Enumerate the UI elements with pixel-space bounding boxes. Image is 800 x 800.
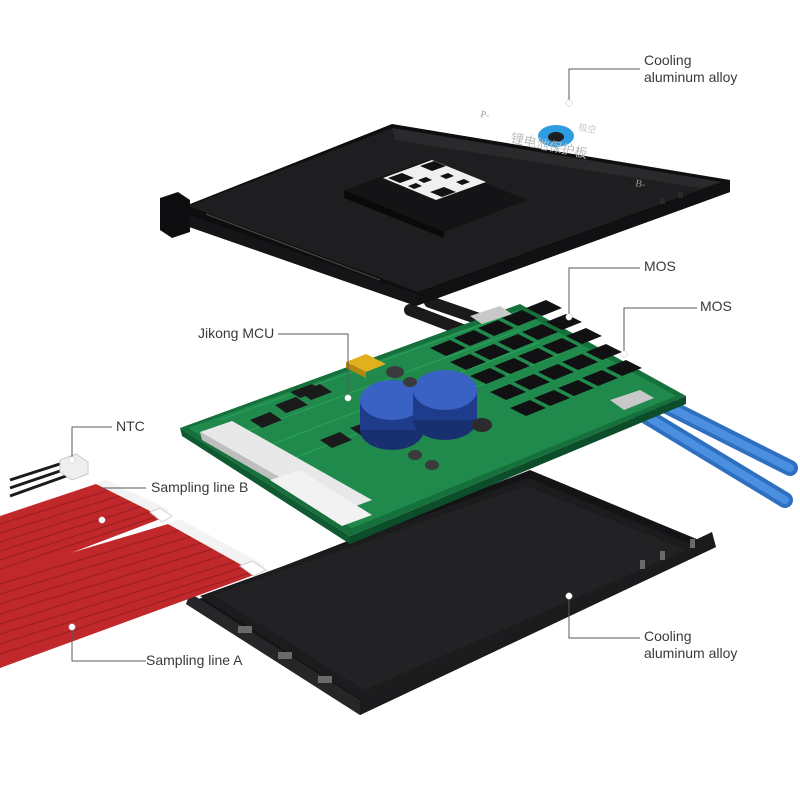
ntc-sensor (9, 453, 89, 498)
label-sampling-line-b: Sampling line B (151, 479, 249, 495)
terminal-p-label: P- (479, 109, 490, 121)
label-mos-2: MOS (700, 298, 732, 314)
capacitors (360, 366, 492, 470)
label-ntc: NTC (116, 418, 145, 434)
top-cover (160, 124, 730, 306)
sampling-line-a (0, 519, 268, 668)
pcb-board (180, 300, 686, 544)
label-cooling-top: Cooling aluminum alloy (644, 52, 737, 86)
label-cooling-bottom-line2: aluminum alloy (644, 645, 738, 661)
leader-lines (71, 68, 697, 662)
label-cooling-top-line2: aluminum alloy (644, 69, 738, 85)
leader-dots (68, 99, 628, 631)
label-sampling-line-a: Sampling line A (146, 652, 243, 668)
label-jikong-mcu: Jikong MCU (198, 325, 275, 341)
terminal-b-label: B- (634, 178, 646, 191)
cover-brand-text: 极空 (578, 121, 598, 135)
label-cooling-bottom: Cooling aluminum alloy (644, 628, 737, 662)
label-mos-1: MOS (644, 258, 676, 274)
label-cooling-bottom-line1: Cooling (644, 628, 692, 644)
label-cooling-top-line1: Cooling (644, 52, 692, 68)
sampling-line-b (0, 480, 173, 580)
mos-array (430, 300, 642, 416)
qr-code (383, 160, 486, 200)
bottom-shell (186, 470, 716, 715)
cloud-logo-icon (538, 125, 574, 147)
